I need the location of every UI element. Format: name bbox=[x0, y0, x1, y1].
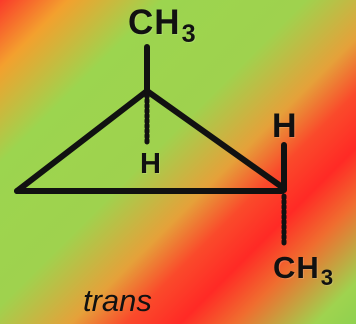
ring-bond-left bbox=[14, 88, 150, 194]
top-methyl-subscript: 3 bbox=[181, 20, 197, 49]
bottom-methyl-main-text: CH bbox=[273, 250, 320, 285]
top-methyl-main-text: CH bbox=[128, 3, 181, 42]
stereochemistry-caption: trans bbox=[83, 283, 152, 318]
top-methyl-label: CH3 bbox=[128, 3, 197, 47]
bottom-methyl-subscript: 3 bbox=[320, 265, 335, 291]
right-hydrogen-label: H bbox=[272, 107, 297, 145]
ring-bond-right bbox=[144, 88, 285, 190]
left-hydrogen-label: H bbox=[140, 148, 161, 180]
bottom-methyl-label: CH3 bbox=[273, 250, 334, 289]
